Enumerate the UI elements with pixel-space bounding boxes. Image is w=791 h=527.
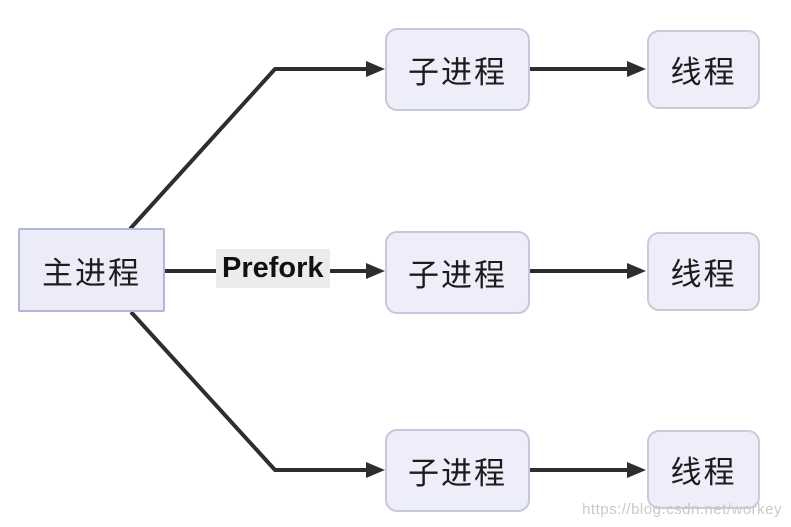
prefork-edge-label: Prefork: [216, 249, 330, 288]
child-process-label: 子进程: [408, 258, 507, 293]
thread-label: 线程: [670, 455, 737, 490]
arrow-main-to-child-3: [129, 310, 368, 472]
child-process-node-3: 子进程: [385, 429, 530, 512]
thread-node-3: 线程: [647, 430, 760, 509]
arrowhead-thread-1: [627, 61, 646, 77]
arrowhead-child-3: [366, 462, 385, 478]
main-process-label: 主进程: [42, 255, 141, 291]
arrowhead-child-1: [366, 61, 385, 77]
thread-label: 线程: [670, 55, 737, 90]
child-process-label: 子进程: [408, 55, 507, 90]
arrowhead-child-2: [366, 263, 385, 279]
child-process-node-2: 子进程: [385, 231, 530, 314]
arrow-main-to-child-1: [128, 67, 368, 231]
arrowhead-thread-3: [627, 462, 646, 478]
arrowhead-thread-2: [627, 263, 646, 279]
child-process-node-1: 子进程: [385, 28, 530, 111]
thread-node-2: 线程: [647, 232, 760, 311]
thread-node-1: 线程: [647, 30, 760, 109]
thread-label: 线程: [670, 257, 737, 292]
main-process-node: 主进程: [18, 228, 165, 312]
child-process-label: 子进程: [408, 456, 507, 491]
